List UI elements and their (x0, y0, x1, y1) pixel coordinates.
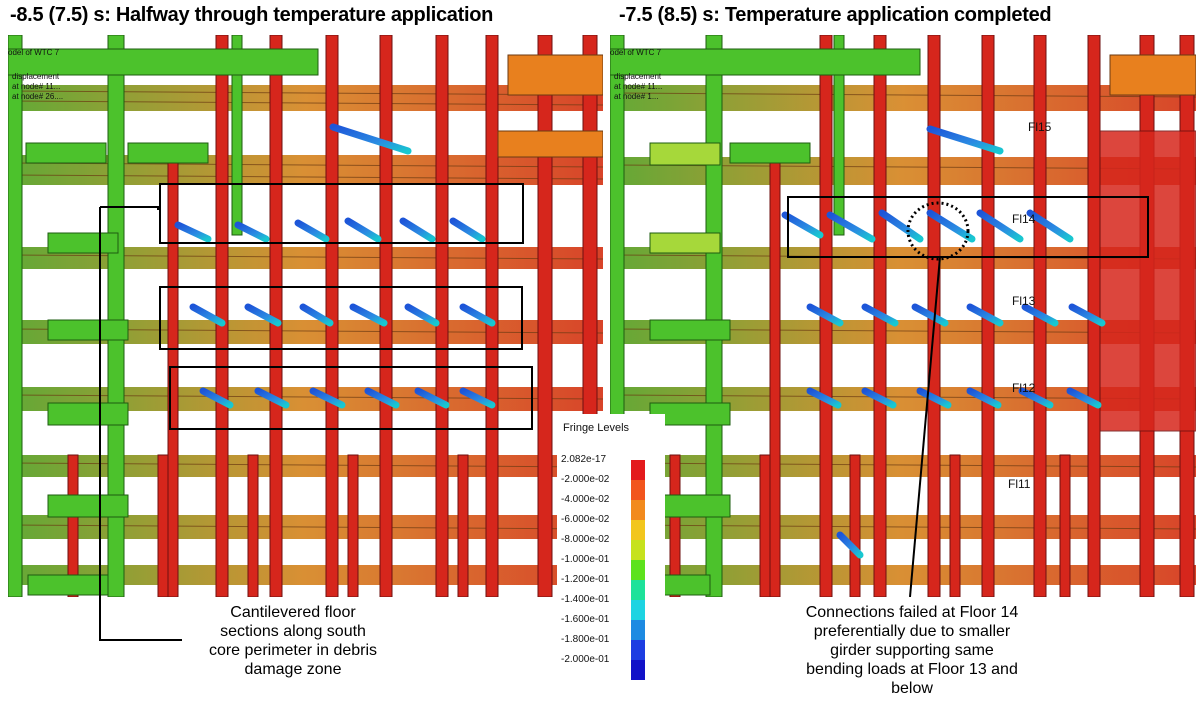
legend-label: -4.000e-02 (561, 494, 610, 505)
left-caption-line-1: Cantilevered floor (230, 604, 356, 621)
right-caption-line-5: below (891, 680, 933, 697)
legend-label: -8.000e-02 (561, 534, 610, 545)
legend-swatch (631, 540, 645, 560)
right-caption-line-1: Connections failed at Floor 14 (805, 604, 1019, 621)
left-callout-connector (99, 596, 182, 641)
floor-label-15: Fl15 (1028, 120, 1052, 134)
legend-swatch (631, 520, 645, 540)
legend-label: -1.000e-01 (561, 554, 610, 565)
floor-label-12: Fl12 (1012, 381, 1036, 395)
floor-label-11: Fl11 (1008, 477, 1031, 491)
legend-swatch (631, 660, 645, 680)
legend-swatch (631, 500, 645, 520)
left-overlay-line-1: odel of WTC 7 (8, 48, 60, 57)
right-overlay-line-2: displacement (614, 72, 662, 81)
right-overlay-line-3: at node# 11... (614, 82, 663, 91)
legend-label: -6.000e-02 (561, 514, 610, 525)
legend-swatch (631, 600, 645, 620)
legend-title: Fringe Levels (563, 422, 630, 434)
legend-swatch (631, 480, 645, 500)
legend-label: -1.600e-01 (561, 614, 610, 625)
legend-label: -1.200e-01 (561, 574, 610, 585)
left-panel-title: -8.5 (7.5) s: Halfway through temperatur… (10, 4, 494, 26)
left-model-view: odel of WTC 7 displacement at node# 11..… (8, 35, 603, 597)
left-caption-line-4: damage zone (244, 661, 342, 678)
right-caption-line-2: preferentially due to smaller (813, 623, 1011, 640)
legend-label: 2.082e-17 (561, 454, 607, 465)
legend-label: -1.800e-01 (561, 634, 610, 645)
right-caption: Connections failed at Floor 14 preferent… (762, 603, 1062, 698)
legend-label: -1.400e-01 (561, 594, 610, 605)
legend-swatch (631, 640, 645, 660)
left-caption: Cantilevered floor sections along south … (148, 603, 438, 679)
right-caption-line-4: bending loads at Floor 13 and (806, 661, 1018, 678)
left-overlay-line-4: at node# 26.... (12, 92, 64, 101)
floor-label-14: Fl14 (1012, 212, 1036, 226)
legend-label: -2.000e-01 (561, 654, 610, 665)
floor-label-13: Fl13 (1012, 294, 1036, 308)
left-caption-line-2: sections along south (220, 623, 366, 640)
legend-swatch (631, 560, 645, 580)
legend-label: -2.000e-02 (561, 474, 610, 485)
left-structure-graphic (8, 35, 603, 597)
right-model-view: odel of WTC 7 displacement at node# 11..… (610, 35, 1196, 597)
legend-swatch (631, 620, 645, 640)
right-overlay-line-4: at node# 1... (614, 92, 659, 101)
legend-swatch (631, 580, 645, 600)
right-caption-line-3: girder supporting same (830, 642, 994, 659)
left-overlay-line-3: at node# 11... (12, 82, 61, 91)
fringe-levels-legend: Fringe Levels 2.082e-17 -2.000e-02 -4.000e… (557, 414, 665, 684)
legend-swatch (631, 460, 645, 480)
left-caption-line-3: core perimeter in debris (208, 642, 378, 659)
right-structure-graphic (610, 35, 1196, 597)
right-panel-title: -7.5 (8.5) s: Temperature application co… (619, 4, 1052, 26)
right-overlay-line-1: odel of WTC 7 (610, 48, 662, 57)
left-overlay-line-2: displacement (12, 72, 60, 81)
